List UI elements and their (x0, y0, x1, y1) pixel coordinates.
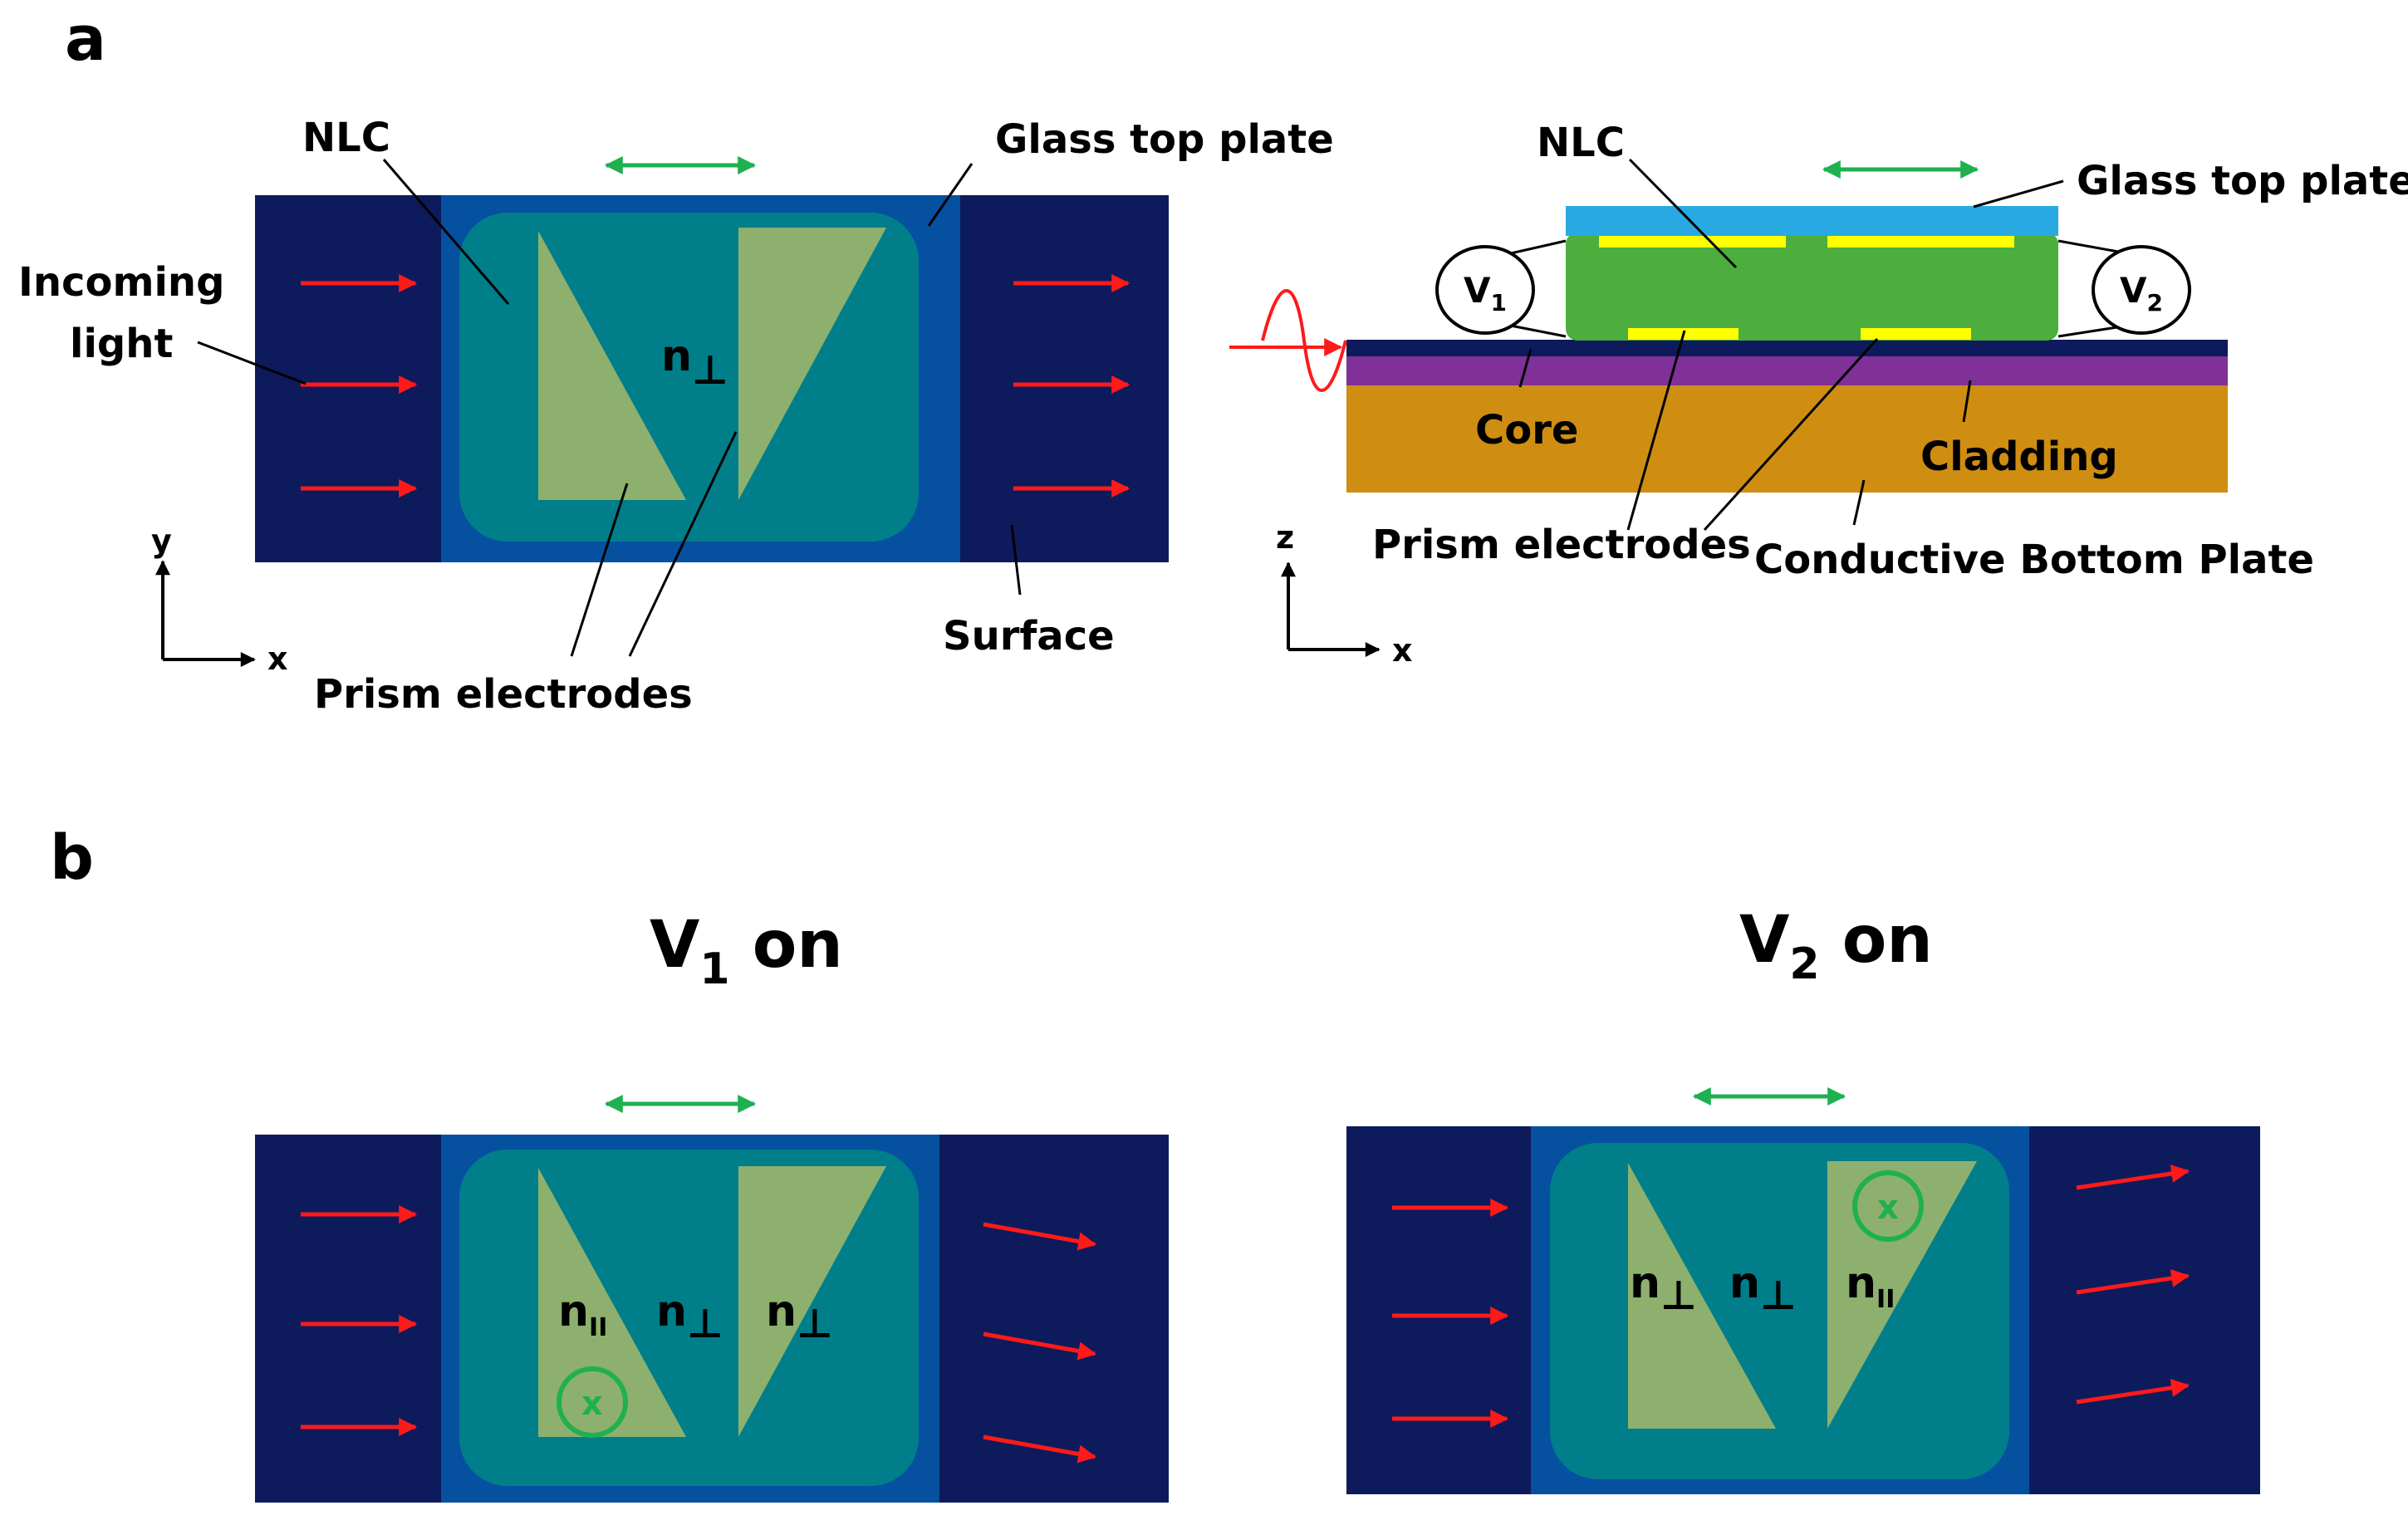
panel-label-b: b (50, 822, 94, 894)
out-of-plane-x: x (1877, 1189, 1899, 1227)
label-n-par: nII (1846, 1258, 1895, 1314)
panel-label-a: a (65, 3, 106, 75)
label-core: Core (1475, 407, 1578, 454)
out-of-plane-marker (1852, 1170, 1924, 1242)
prism-electrode-right (738, 228, 886, 500)
label-v1: V1 (1464, 270, 1507, 316)
deflected-light-arrow (2076, 1269, 2190, 1295)
deflected-light-arrow (2076, 1379, 2190, 1405)
top-electrode-left (1599, 236, 1786, 248)
voltage-source-v1 (1435, 245, 1535, 335)
label-n-par: nII (558, 1287, 607, 1342)
top-view-leaders (197, 159, 1022, 657)
label-n-perp-middle: n⊥ (1729, 1258, 1797, 1319)
label-n-perp-middle: n⊥ (656, 1287, 723, 1347)
light-wave (1229, 289, 1347, 392)
label-glass-top-plate: Glass top plate (995, 116, 1334, 163)
axes-side-view: z x (1276, 519, 1413, 669)
label-n-perp-right: n⊥ (766, 1287, 833, 1347)
label-nlc-side: NLC (1537, 120, 1625, 166)
core-layer (1346, 356, 2228, 385)
deflected-light-arrow (983, 1434, 1097, 1464)
side-view-leaders (1518, 158, 2064, 532)
title-v1-on: V1 on (650, 908, 843, 994)
label-n-perp: n⊥ (661, 331, 728, 394)
label-prism-electrodes: Prism electrodes (314, 671, 693, 718)
top-electrode-right (1827, 236, 2014, 248)
label-conductive-bottom-plate: Conductive Bottom Plate (1754, 537, 2314, 583)
voltage-source-v2 (2092, 245, 2191, 335)
label-incoming-line2: light (70, 321, 173, 367)
deflected-light-arrow (2076, 1165, 2190, 1190)
voltage-circuit: V1 V2 (1435, 239, 2191, 338)
label-nlc: NLC (302, 115, 390, 161)
label-incoming-line1: Incoming (18, 259, 224, 306)
surface-layer (1346, 340, 2228, 356)
axis-label-x: x (267, 640, 288, 677)
axis-label-y: y (151, 522, 172, 559)
v1-device: x (255, 1095, 1169, 1503)
prism-electrode-right (738, 1166, 886, 1437)
deflected-light-arrow (983, 1331, 1097, 1361)
label-glass-top-plate-side: Glass top plate (2077, 158, 2408, 204)
glass-top-plate-side (1566, 206, 2058, 236)
nlc-side-layer (1566, 233, 2058, 341)
title-v2-on: V2 on (1739, 903, 1933, 989)
deflected-light-arrow (983, 1222, 1097, 1251)
prism-electrode-left (1628, 1163, 1776, 1429)
out-of-plane-x: x (581, 1385, 603, 1423)
prism-electrode-left (538, 231, 686, 500)
axis-label-z: z (1276, 519, 1294, 556)
prism-electrode-left (538, 1168, 686, 1437)
label-v2: V2 (2120, 270, 2163, 316)
bottom-electrode-right (1861, 328, 1971, 340)
top-view-device (255, 156, 1169, 562)
out-of-plane-marker (557, 1366, 628, 1438)
v2-device: x (1346, 1087, 2260, 1494)
label-surface: Surface (943, 613, 1115, 660)
axes-top-view: y x (151, 522, 288, 677)
label-prism-electrodes-side: Prism electrodes (1372, 522, 1751, 568)
axis-label-x-side: x (1392, 632, 1413, 669)
label-n-perp-left: n⊥ (1630, 1258, 1697, 1319)
label-cladding: Cladding (1920, 434, 2118, 480)
